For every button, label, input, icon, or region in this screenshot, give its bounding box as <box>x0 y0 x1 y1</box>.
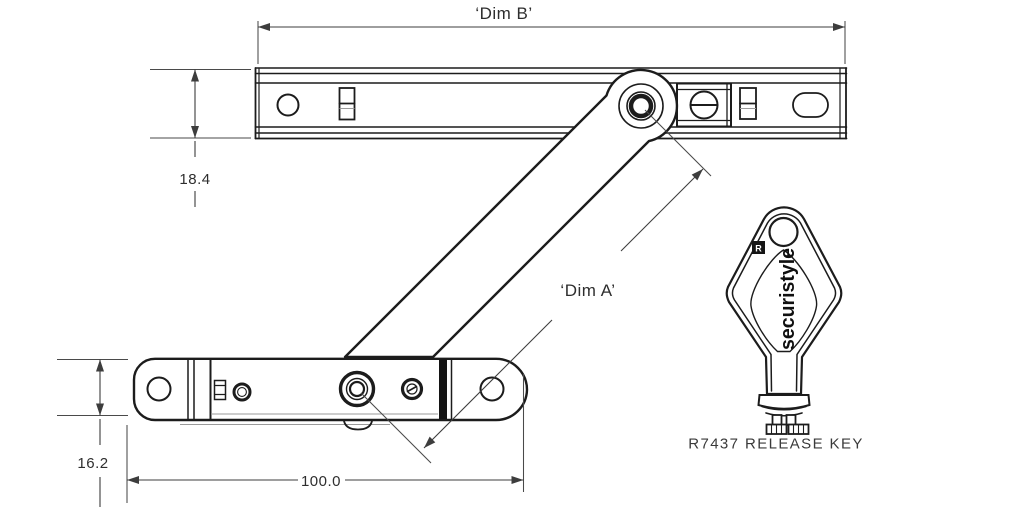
pivot-washer <box>618 83 664 129</box>
extension-line <box>644 109 712 177</box>
fixing-hole <box>479 376 505 402</box>
key-outline <box>725 206 843 396</box>
pivot-nut-socket <box>348 380 366 398</box>
key-collar-line <box>761 405 807 411</box>
release-key-label: R7437 RELEASE KEY <box>688 436 864 453</box>
key-prong-ribs <box>770 423 805 435</box>
rivet <box>232 382 252 402</box>
extension-line <box>360 392 432 464</box>
dimension-top-rail-height: 18.4 <box>150 68 251 207</box>
dim-a-label: ‘Dim A’ <box>560 281 615 300</box>
fixing-hole <box>146 376 172 402</box>
arm-body <box>343 68 679 359</box>
dimension-dim-a: ‘Dim A’ <box>360 109 712 464</box>
dim-b-label: ‘Dim B’ <box>475 4 532 23</box>
bottom-rail-height-value: 16.2 <box>77 455 108 472</box>
pivot-ring <box>626 91 656 121</box>
key-prong <box>785 414 797 426</box>
pivot-nut-ring <box>345 377 369 401</box>
dimension-line <box>423 319 553 449</box>
key-collar <box>757 394 811 410</box>
key-collar-line <box>765 412 803 417</box>
pivot-nut <box>338 370 376 408</box>
key-cutout <box>750 249 818 353</box>
end-clip <box>213 379 227 401</box>
dimension-bottom-rail-length: 100.0 <box>126 374 525 503</box>
release-key: R securistyle R7437 RELEASE KEY <box>688 206 864 453</box>
key-hanging-hole <box>768 216 799 248</box>
screw-head <box>406 383 418 395</box>
support-arm <box>343 68 679 359</box>
screw <box>400 377 424 401</box>
key-inner-outline <box>731 213 837 392</box>
fixing-hole <box>276 93 300 117</box>
dimension-line <box>620 168 704 252</box>
bottom-rail <box>132 357 529 431</box>
screw-slot <box>406 385 418 393</box>
bottom-rail-length-value: 100.0 <box>301 473 341 490</box>
pivot-rivet <box>628 93 654 119</box>
dimension-bottom-rail-height: 16.2 <box>57 358 128 507</box>
brand-text: securistyle <box>777 248 799 350</box>
bottom-rail-body <box>132 357 529 422</box>
rivet-hole <box>237 387 247 397</box>
brand-reg-mark-box <box>752 241 765 254</box>
rivet-boss <box>343 420 373 431</box>
bracket-joint-band <box>439 359 447 419</box>
top-rail <box>254 67 848 140</box>
top-rail-height-value: 18.4 <box>179 171 210 188</box>
key-prong <box>771 414 783 426</box>
oblong-hole <box>792 92 829 118</box>
brand-reg-mark: R <box>755 244 762 254</box>
dimension-dim-b: ‘Dim B’ <box>257 4 846 64</box>
